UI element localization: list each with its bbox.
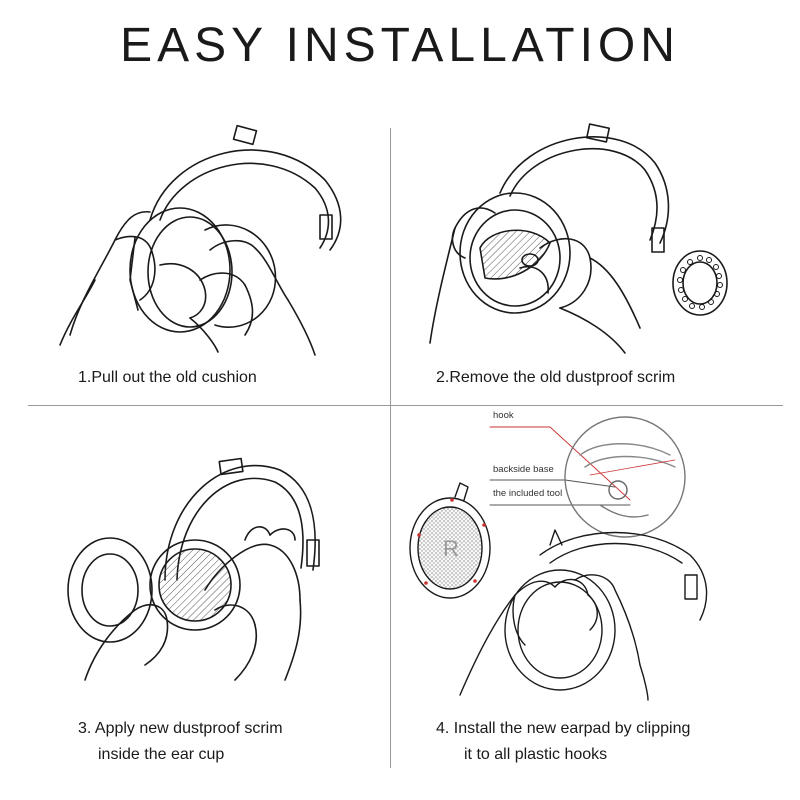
ear-side-letter: R (443, 536, 459, 561)
step-3-illustration (55, 440, 385, 690)
callout-backside-base: backside base (493, 464, 554, 475)
callout-hook: hook (493, 410, 514, 421)
callout-included-tool: the included tool (493, 488, 563, 499)
step-1-illustration (40, 120, 370, 360)
step-2-caption: 2.Remove the old dustproof scrim (436, 369, 676, 386)
step-4-illustration (400, 405, 790, 705)
vertical-divider (390, 128, 391, 768)
step-2-illustration (410, 118, 740, 358)
step-4-caption-line-2: it to all plastic hooks (464, 746, 608, 763)
page-title: EASY INSTALLATION (120, 19, 680, 72)
step-3-caption-line-2: inside the ear cup (98, 746, 225, 763)
step-3-caption-line-1: 3. Apply new dustproof scrim (78, 720, 283, 737)
step-1-caption: 1.Pull out the old cushion (78, 369, 257, 386)
step-4-caption-line-1: 4. Install the new earpad by clipping (436, 720, 691, 737)
horizontal-divider (28, 405, 783, 406)
